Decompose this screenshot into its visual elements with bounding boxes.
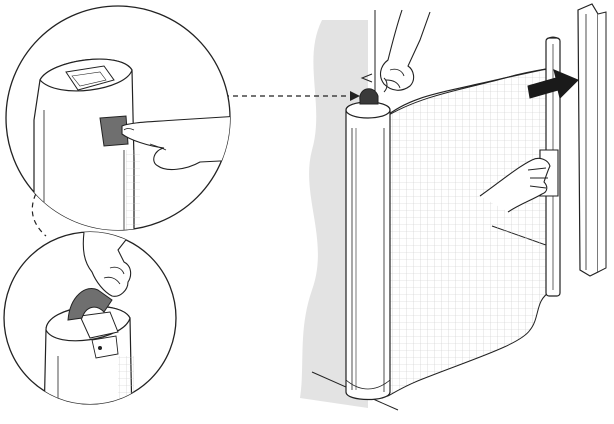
- detail-press-button-panel: [6, 6, 240, 240]
- gate-cassette: [346, 89, 390, 400]
- hand-top-of-cassette-icon: [381, 10, 430, 90]
- main-gate-scene: [300, 4, 606, 410]
- mesh-fabric: [384, 68, 552, 396]
- wall-mount-post: [578, 4, 606, 276]
- detail-pull-handle-panel: [4, 222, 176, 420]
